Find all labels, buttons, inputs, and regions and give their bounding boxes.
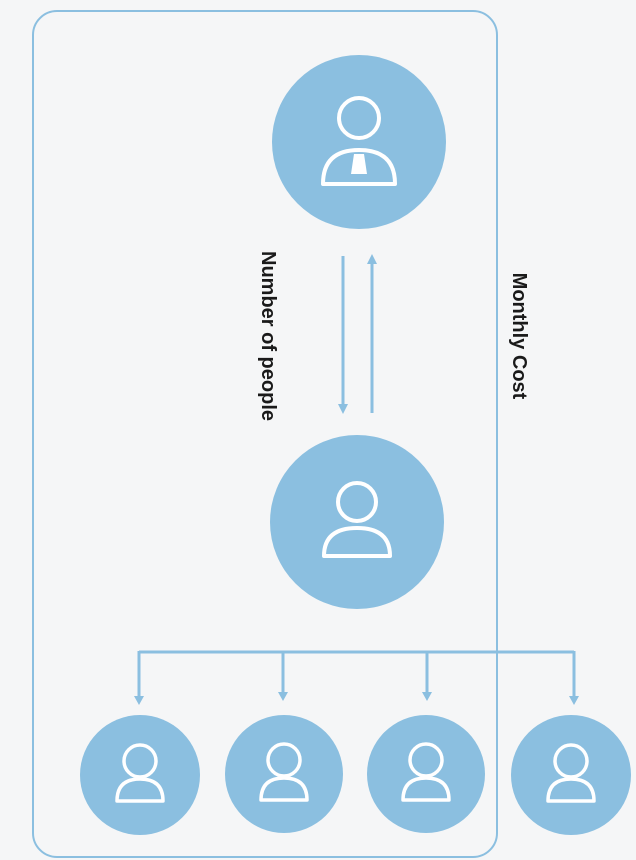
person-icon — [322, 481, 392, 558]
team-member-node — [225, 715, 343, 833]
team-connector — [134, 650, 579, 705]
person-with-tie-icon — [321, 96, 397, 186]
monthly-cost-label: Monthly Cost — [508, 273, 530, 400]
team-member-node — [511, 715, 631, 835]
reporting-arrows — [338, 254, 377, 414]
team-member-node — [80, 715, 200, 835]
lead-node — [270, 435, 444, 609]
manager-node — [272, 55, 446, 229]
number-of-people-label: Number of people — [257, 251, 279, 421]
team-member-node — [367, 715, 485, 833]
monthly-cost-boundary — [32, 10, 498, 858]
